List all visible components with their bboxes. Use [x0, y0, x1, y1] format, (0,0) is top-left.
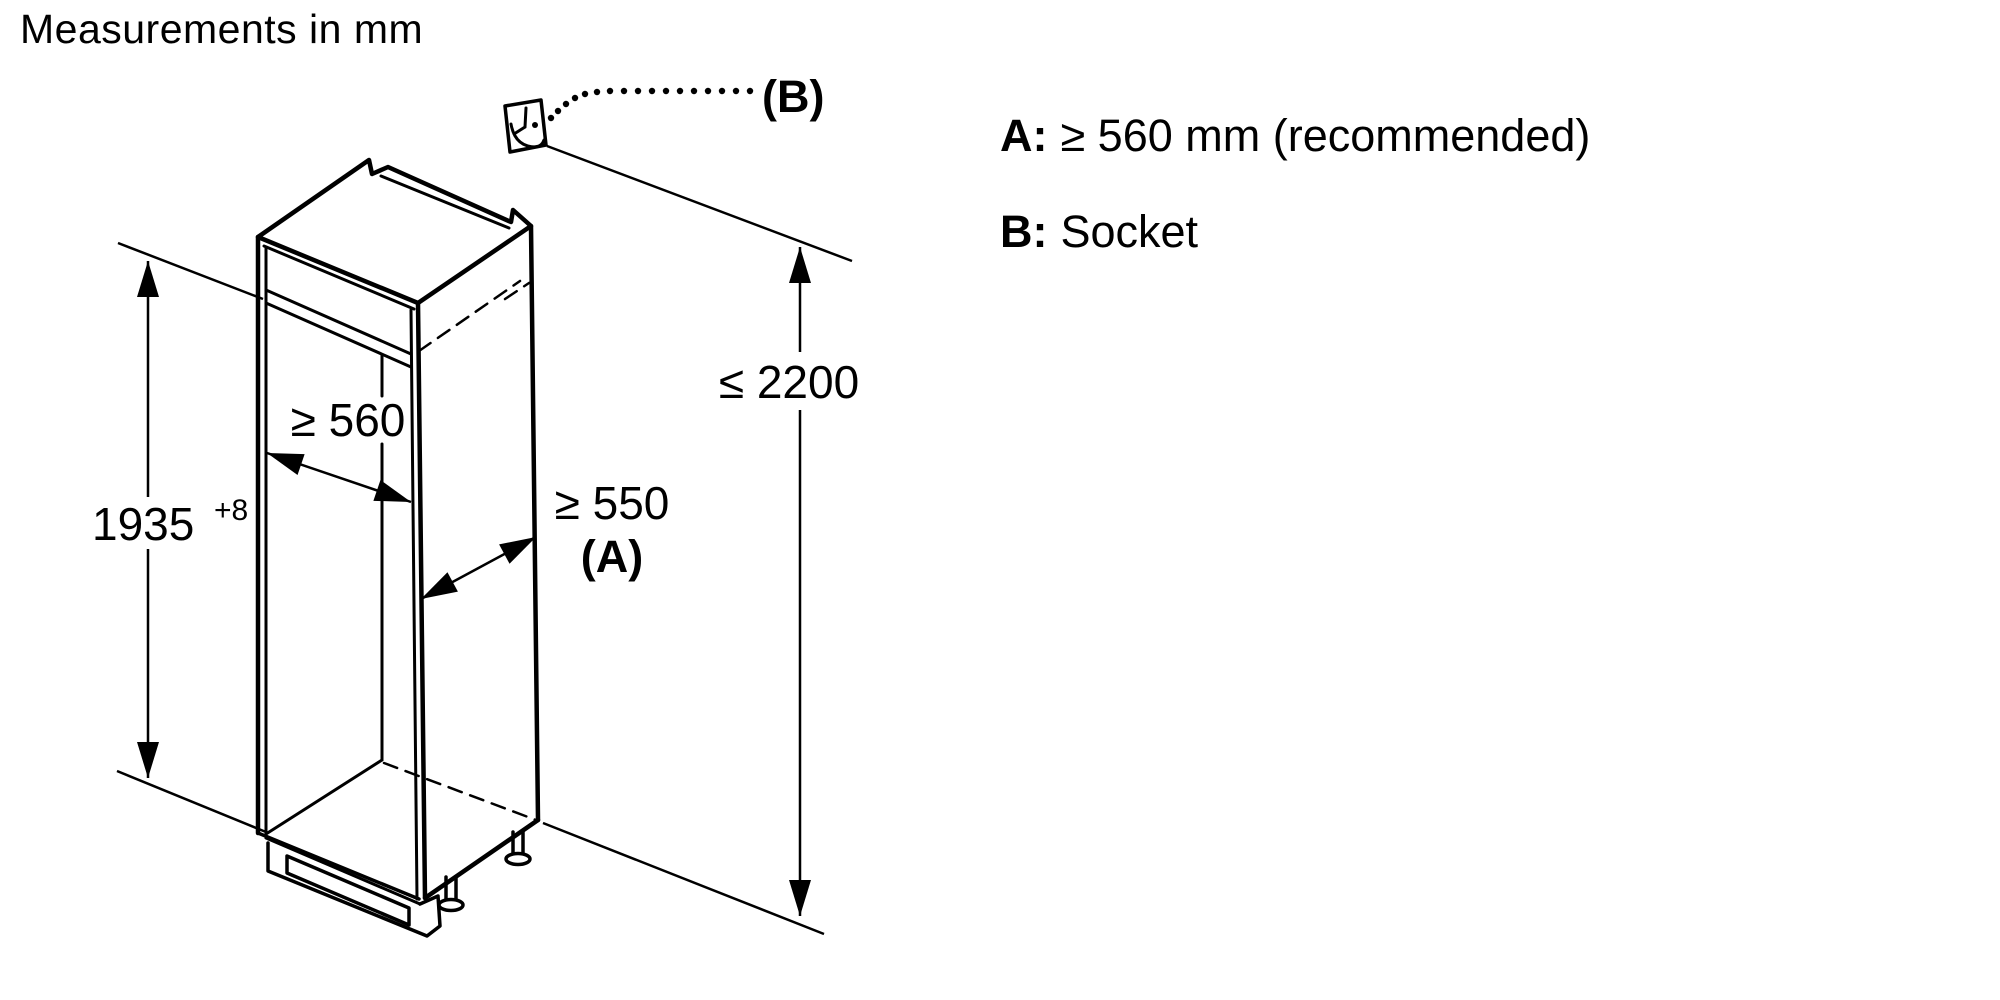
power-socket-icon: [503, 98, 548, 154]
cabinet-drawing: [255, 157, 541, 938]
adjustable-feet: [437, 830, 532, 913]
legend-row-a: A:≥ 560 mm (recommended): [1000, 110, 1590, 162]
extension-line-top: [546, 144, 853, 263]
extension-line-bottom: [542, 821, 825, 936]
socket-symbol-dot: [532, 122, 538, 128]
legend-key-b: B:: [1000, 206, 1048, 257]
cabinet-top-face: [255, 157, 534, 306]
dimension-lines: [116, 144, 853, 936]
legend-value-b: Socket: [1060, 206, 1199, 257]
cabinet-rear-right-edge: [528, 223, 541, 823]
niche-floor-front-edge: [264, 836, 422, 906]
dimension-arrow-depth-550: [420, 535, 537, 601]
legend-row-b: B:Socket: [1000, 206, 1198, 258]
rear-foot-stem: [511, 830, 525, 858]
socket-frame: [503, 98, 548, 154]
front-foot-base: [437, 897, 465, 913]
front-top-inner-line: [262, 244, 416, 311]
hidden-floor-rear-edge: [382, 761, 538, 822]
label-niche-height: 1935: [92, 498, 194, 550]
label-depth-ref-a: (A): [581, 531, 643, 582]
extension-line-bottom: [116, 769, 267, 834]
dimension-max-height-2200: [542, 144, 853, 936]
front-foot-stem: [444, 875, 458, 903]
cabinet-right-bottom-edge: [422, 817, 541, 901]
niche-floor-left-edge: [264, 758, 384, 836]
dimension-arrow-niche-width-560: [266, 451, 412, 504]
cabinet-front-right-edge: [415, 300, 428, 901]
legend-value-a: ≥ 560 mm (recommended): [1060, 110, 1591, 161]
cabinet-front-bottom-edge: [256, 831, 421, 901]
hidden-ceiling-rear-edge: [417, 279, 522, 353]
plinth-outline: [266, 841, 442, 938]
page-title: Measurements in mm: [20, 6, 424, 52]
plinth-recessed-panel: [285, 854, 411, 927]
plinth: [266, 841, 442, 938]
label-niche-width: ≥ 560: [291, 394, 406, 446]
socket-dotted-leader-line: [547, 87, 754, 122]
dimension-niche-height-1935: [116, 241, 267, 834]
socket-symbol: [509, 106, 546, 149]
top-rear-inner-line: [379, 174, 511, 230]
front-right-inner-line: [409, 308, 419, 901]
rear-foot-base: [504, 851, 532, 867]
extension-line-top: [117, 241, 264, 301]
label-niche-height-tolerance: +8: [214, 494, 248, 527]
dimension-labels: ≥ 560 1935 +8 ≥ 550 (A) ≤ 2200 (B): [92, 71, 859, 582]
legend-key-a: A:: [1000, 110, 1048, 161]
label-depth: ≥ 550: [555, 477, 670, 529]
label-socket-ref-b: (B): [762, 71, 824, 122]
hidden-ceiling-rear-edge-short: [503, 281, 531, 301]
cabinet-outline: [255, 157, 541, 901]
hidden-edges-dashed: [382, 279, 538, 822]
niche-ceiling-front-edge: [264, 288, 413, 369]
label-max-height: ≤ 2200: [719, 356, 859, 408]
niche-interior-lines: [262, 174, 533, 906]
